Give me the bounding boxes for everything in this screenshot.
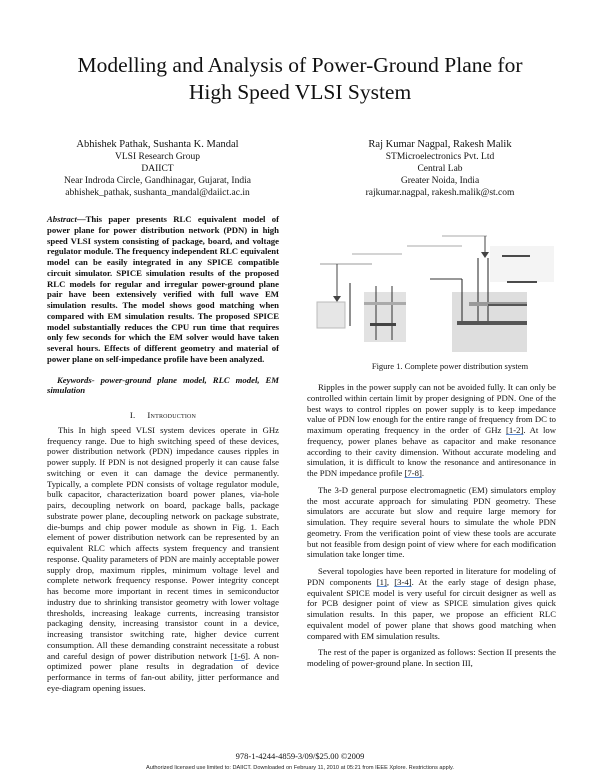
footer-isbn: 978-1-4244-4859-3/09/$25.00 ©2009 — [235, 751, 365, 761]
author-names: Abhishek Pathak, Sushanta K. Mandal — [76, 139, 239, 150]
citation-link[interactable]: [1] — [376, 576, 387, 587]
keywords: Keywords- power-ground plane model, RLC … — [47, 374, 279, 396]
footer-license: Authorized licensed use limited to: DAII… — [146, 765, 454, 771]
figure-caption: Figure 1. Complete power distribution sy… — [371, 361, 529, 371]
paragraph-topologies: Several topologies have been reported in… — [307, 566, 556, 641]
author-org: Central Lab — [417, 164, 463, 174]
citation-link[interactable]: [7-8] — [404, 468, 422, 478]
paragraph-text: . At low frequency, power planes behave … — [307, 425, 556, 478]
author-email: rajkumar.nagpal, rakesh.malik@st.com — [365, 188, 515, 198]
paragraph-text: . A non-optimized power plane results in… — [47, 650, 279, 693]
author-names: Raj Kumar Nagpal, Rakesh Malik — [368, 139, 512, 150]
paragraph-text: , — [386, 576, 395, 587]
left-column: Abstract—This paper presents RLC equival… — [47, 214, 279, 694]
citation-link[interactable]: [1-6] — [230, 650, 248, 661]
abstract-text: —This paper presents RLC equivalent mode… — [47, 214, 279, 364]
pdn-diagram-image — [316, 235, 554, 352]
author-group: VLSI Research Group — [115, 152, 200, 162]
title-line-2: High Speed VLSI System — [188, 80, 412, 104]
paragraph-em-simulators: The 3-D general purpose electromagnetic … — [307, 484, 556, 560]
author-email: abhishek_pathak, sushanta_mandal@daiict.… — [65, 188, 250, 198]
citation-link[interactable]: [3-4] — [394, 576, 412, 587]
paper-title: Modelling and Analysis of Power-Ground P… — [0, 52, 600, 106]
paragraph-text: This In high speed VLSI system devices o… — [47, 424, 279, 661]
author-block-right: Raj Kumar Nagpal, Rakesh Malik STMicroel… — [320, 138, 560, 199]
citation-link[interactable]: [1-2] — [505, 425, 524, 435]
abstract-label: Abstract — [47, 214, 77, 224]
section-heading-introduction: I. Introduction — [47, 410, 279, 421]
paragraph-text: Ripples in the power supply can not be a… — [307, 382, 556, 435]
intro-paragraph-1: This In high speed VLSI system devices o… — [47, 425, 279, 694]
author-group: STMicroelectronics Pvt. Ltd — [385, 152, 495, 162]
section-title: Introduction — [147, 410, 197, 420]
paragraph-text: Several topologies have been reported in… — [307, 566, 556, 587]
paragraph-text: . At the early stage of design phase, eq… — [307, 576, 556, 641]
abstract: Abstract—This paper presents RLC equival… — [47, 214, 279, 365]
author-block-left: Abhishek Pathak, Sushanta K. Mandal VLSI… — [30, 138, 285, 199]
author-org: DAIICT — [141, 164, 174, 174]
paragraph-ripples: Ripples in the power supply can not be a… — [307, 382, 556, 479]
figure-1-power-distribution-diagram — [312, 228, 562, 358]
right-column: Ripples in the power supply can not be a… — [307, 382, 556, 669]
author-address: Greater Noida, India — [400, 176, 480, 186]
section-number: I. — [129, 410, 136, 420]
paragraph-organization: The rest of the paper is organized as fo… — [307, 647, 556, 668]
title-line-1: Modelling and Analysis of Power-Ground P… — [77, 53, 523, 77]
paragraph-text: . — [421, 468, 425, 478]
author-address: Near Indroda Circle, Gandhinagar, Gujara… — [64, 176, 251, 186]
